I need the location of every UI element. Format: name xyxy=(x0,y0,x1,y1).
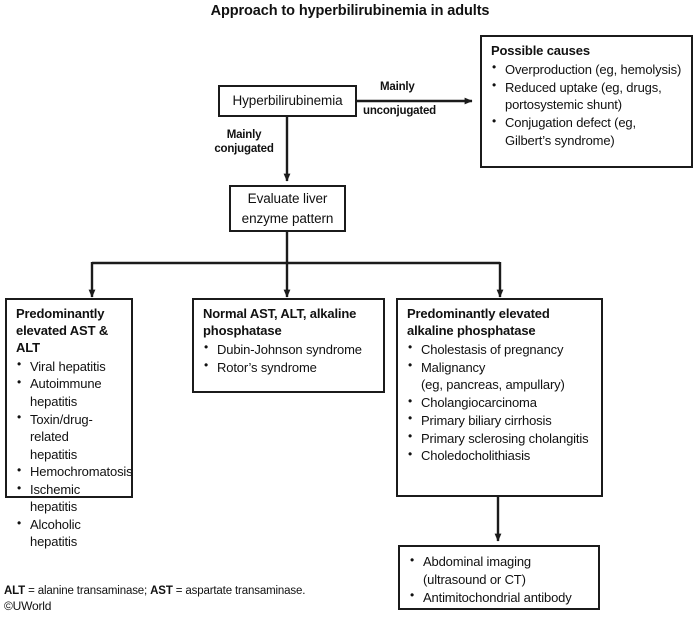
list-item: Reduced uptake (eg, drugs, xyxy=(491,78,683,96)
list-item: Ischemic hepatitis xyxy=(16,481,123,516)
box-predominantly-elevated-ast-alt-header: Predominantly elevated AST & ALT xyxy=(16,306,109,355)
box-possible-causes-header: Possible causes xyxy=(491,43,590,58)
box-predominantly-elevated-alkaline-phosphatase-list: Cholestasis of pregnancy Malignancy (eg,… xyxy=(407,340,593,465)
list-item: Malignancy xyxy=(407,358,593,376)
list-item: Overproduction (eg, hemolysis) xyxy=(491,60,683,78)
box-workup-list: Abdominal imaging (ultrasound or CT) Ant… xyxy=(409,552,590,606)
list-item: Gilbert’s syndrome) xyxy=(505,133,615,149)
edge-label-unconjugated-line2: unconjugated xyxy=(363,105,436,117)
footnote-text-alt: = alanine transaminase; xyxy=(25,585,151,597)
box-normal-ast-alt-alkaline-phosphatase-header: Normal AST, ALT, alkaline phosphatase xyxy=(203,306,357,338)
box-predominantly-elevated-alkaline-phosphatase-header: Predominantly elevated alkaline phosphat… xyxy=(407,306,550,338)
node-hyperbilirubinemia-label: Hyperbilirubinemia xyxy=(232,93,343,109)
list-item: Dubin-Johnson syndrome xyxy=(203,340,375,358)
node-hyperbilirubinemia[interactable]: Hyperbilirubinemia xyxy=(218,85,357,117)
list-item: Primary biliary cirrhosis xyxy=(407,411,593,429)
footnote-text-ast: = aspartate transaminase. xyxy=(172,585,306,597)
footnote-abbr-ast: AST xyxy=(150,585,173,597)
box-predominantly-elevated-ast-alt[interactable]: Predominantly elevated AST & ALT Viral h… xyxy=(5,298,133,549)
box-workup[interactable]: Abdominal imaging (ultrasound or CT) Ant… xyxy=(398,545,600,610)
list-item: Primary sclerosing cholangitis xyxy=(407,429,593,447)
list-item: Antimitochondrial antibody xyxy=(409,588,590,606)
list-item: portosystemic shunt) xyxy=(505,97,622,113)
list-item: Viral hepatitis xyxy=(16,357,123,375)
list-item: Cholangiocarcinoma xyxy=(407,394,593,411)
box-possible-causes[interactable]: Possible causes Overproduction (eg, hemo… xyxy=(480,35,693,168)
node-evaluate-liver-enzyme-pattern-label: Evaluate liver enzyme pattern xyxy=(241,191,334,226)
list-item: hepatitis xyxy=(30,446,78,462)
box-possible-causes-list: Overproduction (eg, hemolysis) Reduced u… xyxy=(491,60,683,149)
list-item: Autoimmune hepatitis xyxy=(16,375,123,410)
list-item: (ultrasound or CT) xyxy=(423,571,526,587)
copyright-notice: ©UWorld xyxy=(4,599,52,613)
list-item: Abdominal imaging xyxy=(409,552,590,570)
page-title: Approach to hyperbilirubinemia in adults xyxy=(210,3,490,19)
list-item: (eg, pancreas, ampullary) xyxy=(421,377,565,393)
list-item: Conjugation defect (eg, xyxy=(491,114,683,131)
node-evaluate-liver-enzyme-pattern[interactable]: Evaluate liver enzyme pattern xyxy=(229,185,346,232)
list-item: Toxin/drug-related xyxy=(16,410,123,446)
box-normal-ast-alt-alkaline-phosphatase-list: Dubin-Johnson syndrome Rotor’s syndrome xyxy=(203,340,375,376)
box-predominantly-elevated-ast-alt-list: Viral hepatitis Autoimmune hepatitis Tox… xyxy=(16,357,133,551)
box-normal-ast-alt-alkaline-phosphatase[interactable]: Normal AST, ALT, alkaline phosphatase Du… xyxy=(192,298,385,393)
box-predominantly-elevated-alkaline-phosphatase[interactable]: Predominantly elevated alkaline phosphat… xyxy=(396,298,603,497)
list-item: Cholestasis of pregnancy xyxy=(407,340,593,358)
list-item: Hemochromatosis xyxy=(16,463,133,480)
edge-label-unconjugated-line1: Mainly xyxy=(380,81,415,93)
list-item: Rotor’s syndrome xyxy=(203,358,375,376)
edge-label-conjugated-line2: conjugated xyxy=(214,143,274,155)
footnote-abbreviations: ALT = alanine transaminase; AST = aspart… xyxy=(4,584,305,600)
list-item: Alcoholic hepatitis xyxy=(16,516,123,551)
edge-label-conjugated-line1: Mainly xyxy=(226,129,262,141)
list-item: Choledocholithiasis xyxy=(407,447,593,464)
footnote-abbr-alt: ALT xyxy=(4,585,26,597)
